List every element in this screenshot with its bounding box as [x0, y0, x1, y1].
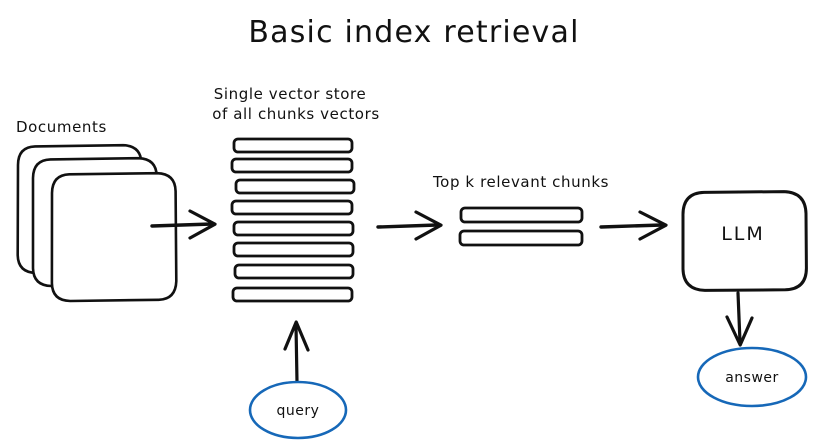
page-title: Basic index retrieval — [248, 15, 579, 50]
answer-ellipse — [696, 346, 808, 408]
vector-store-bars — [230, 137, 356, 303]
edge-llm-to-answer — [725, 291, 754, 347]
vector-bar — [230, 199, 354, 216]
edge-top-k-to-llm — [599, 210, 668, 241]
query-label: query — [277, 403, 320, 419]
llm-box — [681, 190, 808, 292]
top-k-chunks-label: Top k relevant chunks — [432, 173, 609, 191]
edge-vector-store-to-top-k — [376, 210, 443, 241]
vector-bar — [232, 241, 355, 258]
node-vector-store: Single vector store of all chunks vector… — [212, 85, 380, 303]
vector-bar — [232, 137, 354, 154]
node-top-k-chunks: Top k relevant chunks — [432, 173, 609, 247]
vector-bar — [233, 263, 355, 280]
node-answer: answer — [696, 346, 808, 408]
vector-bar — [232, 220, 355, 237]
node-query: query — [248, 380, 348, 440]
vector-store-label-line2: of all chunks vectors — [212, 105, 380, 123]
llm-label: LLM — [721, 223, 765, 245]
chunk-bar — [459, 206, 584, 224]
document-sheet-front — [50, 171, 178, 303]
vector-bar — [234, 178, 356, 195]
query-ellipse — [248, 380, 348, 440]
top-k-chunk-bars — [458, 206, 584, 247]
documents-label: Documents — [16, 118, 107, 136]
vector-store-label-line1: Single vector store — [214, 85, 367, 103]
node-documents: Documents — [16, 118, 178, 303]
node-llm: LLM — [681, 190, 808, 292]
vector-bar — [231, 286, 354, 303]
edge-query-to-vector-store — [283, 320, 310, 384]
answer-label: answer — [725, 370, 779, 386]
chunk-bar — [458, 229, 584, 247]
edge-documents-to-vector-store — [150, 209, 217, 240]
vector-bar — [230, 157, 354, 174]
